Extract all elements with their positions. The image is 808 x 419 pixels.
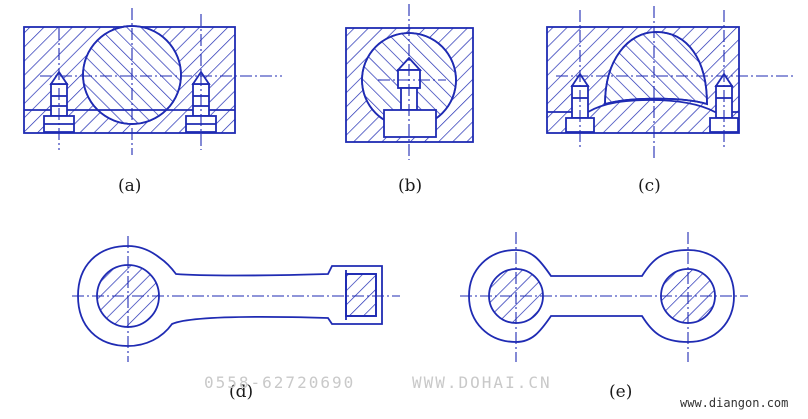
- watermark-site: WWW.DOHAI.CN: [412, 373, 552, 392]
- figure-label-d: (d): [229, 382, 254, 402]
- figure-a-section: [23, 8, 282, 155]
- figure-label-e: (e): [609, 382, 633, 402]
- figure-b-centerlines: [378, 4, 446, 160]
- figure-c-section: [546, 6, 795, 158]
- watermark-phone: 0558-62720690: [204, 373, 356, 392]
- figure-e-centerlines: [460, 232, 748, 362]
- figure-label-c: (c): [638, 176, 661, 196]
- figure-e-connecting-rod: [460, 232, 748, 362]
- figure-label-a: (a): [118, 176, 142, 196]
- footer-site: www.diangon.com: [680, 396, 789, 410]
- figure-c-centerlines: [556, 6, 795, 158]
- figure-label-b: (b): [398, 176, 423, 196]
- figure-d-outline: [77, 245, 383, 347]
- figure-c-split-curve: [547, 99, 739, 113]
- figure-b-section: [345, 4, 474, 160]
- figure-a-centerlines: [40, 8, 282, 155]
- figure-d-centerlines: [72, 236, 400, 362]
- figure-d-connecting-rod: [72, 236, 400, 362]
- figure-d-cap: [345, 270, 377, 320]
